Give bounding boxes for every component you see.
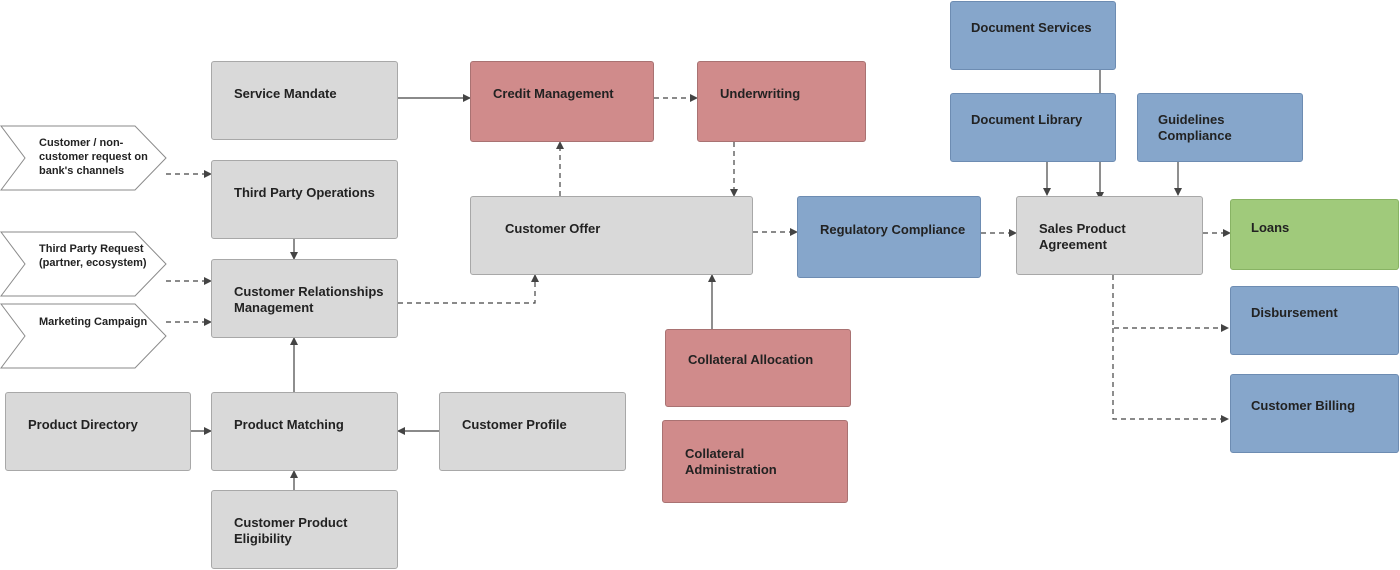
underwriting-label: Underwriting — [720, 86, 801, 101]
disbursement-label: Disbursement — [1251, 305, 1338, 320]
guidelines-compliance-node[interactable]: Guidelines Compliance — [1137, 93, 1303, 162]
credit-management-node[interactable]: Credit Management — [470, 61, 654, 142]
marketing-campaign-channel: Marketing Campaign — [39, 316, 148, 328]
customer-billing-label: Customer Billing — [1251, 398, 1356, 413]
customer-product-eligibility-label: Customer Product Eligibility — [234, 515, 348, 546]
credit-management-label: Credit Management — [493, 86, 614, 101]
customer-profile-label: Customer Profile — [462, 417, 567, 432]
customer-billing-node[interactable]: Customer Billing — [1230, 374, 1399, 453]
underwriting-node[interactable]: Underwriting — [697, 61, 866, 142]
customer-profile-node[interactable]: Customer Profile — [439, 392, 626, 471]
collateral-allocation-node[interactable]: Collateral Allocation — [665, 329, 851, 407]
arrow-crm-to-customer-offer — [398, 274, 539, 304]
product-directory-node[interactable]: Product Directory — [5, 392, 191, 471]
third-party-operations-label: Third Party Operations — [234, 185, 375, 200]
service-mandate-node[interactable]: Service Mandate — [211, 61, 398, 140]
product-directory-label: Product Directory — [28, 417, 138, 432]
document-library-label: Document Library — [971, 112, 1083, 127]
regulatory-compliance-label: Regulatory Compliance — [820, 222, 966, 237]
document-library-node[interactable]: Document Library — [950, 93, 1116, 162]
collateral-administration-label: Collateral Administration — [685, 446, 777, 477]
guidelines-compliance-label: Guidelines Compliance — [1158, 112, 1232, 143]
customer-offer-label: Customer Offer — [505, 221, 601, 236]
collateral-allocation-label: Collateral Allocation — [688, 352, 814, 367]
product-matching-label: Product Matching — [234, 417, 344, 432]
arrow-sales-agreement-to-disbursement — [1112, 275, 1229, 332]
customer-offer-node[interactable]: Customer Offer — [470, 196, 753, 275]
loans-node[interactable]: Loans — [1230, 199, 1399, 270]
regulatory-compliance-node[interactable]: Regulatory Compliance — [797, 196, 981, 278]
customer-relationships-management-label: Customer Relationships Management — [234, 284, 384, 315]
sales-product-agreement-label: Sales Product Agreement — [1039, 221, 1126, 252]
disbursement-node[interactable]: Disbursement — [1230, 286, 1399, 355]
document-services-label: Document Services — [971, 20, 1092, 35]
marketing-campaign-shape — [0, 303, 167, 369]
collateral-administration-node[interactable]: Collateral Administration — [662, 420, 848, 503]
customer-product-eligibility-node[interactable]: Customer Product Eligibility — [211, 490, 398, 569]
product-matching-node[interactable]: Product Matching — [211, 392, 398, 471]
service-mandate-label: Service Mandate — [234, 86, 337, 101]
third-party-request-channel: Third Party Request (partner, ecosystem) — [39, 243, 147, 269]
sales-product-agreement-node[interactable]: Sales Product Agreement — [1016, 196, 1203, 275]
customer-request-shape — [0, 125, 167, 191]
document-services-node[interactable]: Document Services — [950, 1, 1116, 70]
arrow-sales-agreement-to-customer-billing — [1112, 328, 1229, 423]
customer-request-channel: Customer / non-customer request on bank'… — [39, 137, 148, 177]
third-party-request-shape — [0, 231, 167, 297]
third-party-operations-node[interactable]: Third Party Operations — [211, 160, 398, 239]
customer-relationships-management-node[interactable]: Customer Relationships Management — [211, 259, 398, 338]
loans-label: Loans — [1251, 220, 1290, 235]
